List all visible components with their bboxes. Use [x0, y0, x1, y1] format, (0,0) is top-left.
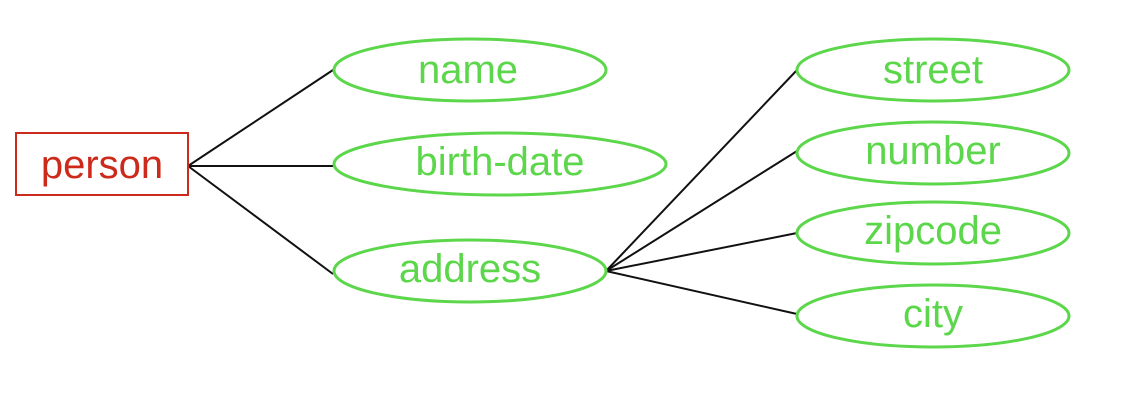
edge-address-city — [605, 270, 798, 315]
attribute-ellipse — [332, 37, 608, 103]
attribute-zipcode: zipcode — [795, 200, 1071, 266]
edge-person-name — [187, 69, 334, 167]
attribute-label: city — [903, 292, 963, 336]
attribute-label: name — [418, 48, 518, 92]
attribute-ellipse — [795, 283, 1071, 349]
attribute-label: street — [883, 48, 983, 92]
attribute-birth-date: birth-date — [332, 131, 668, 197]
edge-person-address — [187, 165, 334, 275]
attribute-label: number — [865, 129, 1001, 173]
attribute-label: birth-date — [416, 140, 585, 184]
attribute-city: city — [795, 283, 1071, 349]
attribute-number: number — [795, 120, 1071, 186]
attribute-street: street — [795, 37, 1071, 103]
edge-address-zipcode — [605, 232, 798, 272]
attribute-ellipse — [795, 120, 1071, 186]
edge-address-street — [605, 69, 798, 272]
attribute-ellipse — [332, 131, 668, 197]
attribute-ellipse — [332, 238, 608, 304]
edge-address-number — [605, 150, 798, 272]
entity-box — [15, 132, 189, 196]
attribute-address: address — [332, 238, 608, 304]
attribute-label: address — [399, 247, 541, 291]
attribute-name: name — [332, 37, 608, 103]
attribute-ellipse — [795, 200, 1071, 266]
edges — [187, 69, 798, 315]
attribute-label: zipcode — [864, 209, 1002, 253]
entity-label: person — [41, 143, 163, 187]
entity-person: person — [15, 132, 189, 196]
attribute-ellipse — [795, 37, 1071, 103]
